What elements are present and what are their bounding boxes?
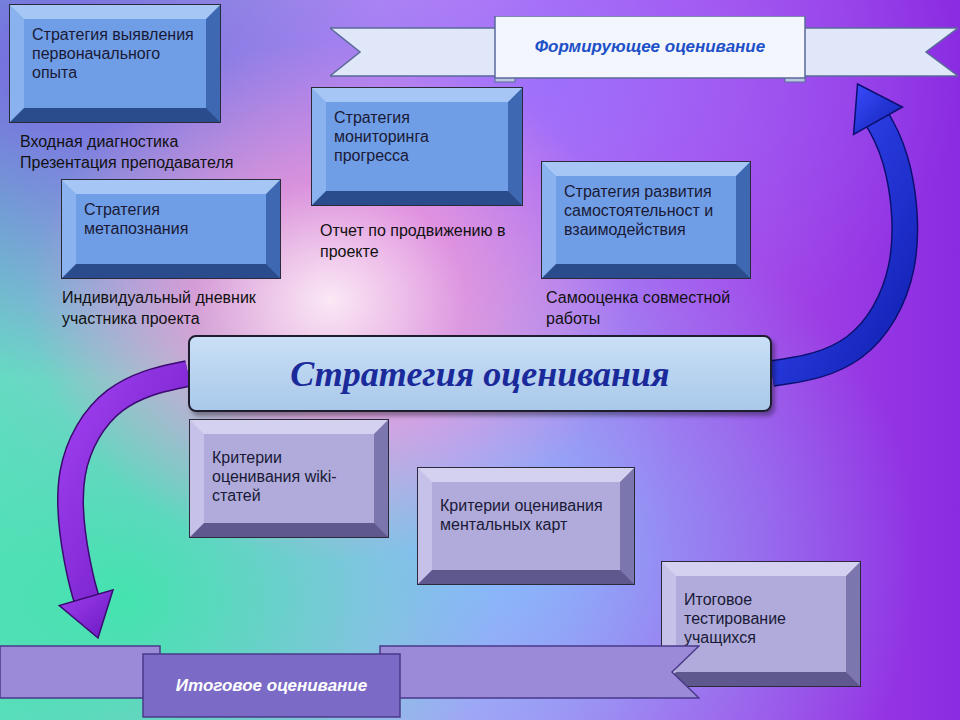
curved-arrow [772,84,905,374]
ribbon-tail [790,28,958,76]
arrow-body [772,121,905,374]
ribbon-plaque [495,16,805,78]
strategy-box: Критерии оценивания ментальных карт [418,468,634,584]
box-caption: Входная диагностика [20,132,300,153]
box-caption: Презентация преподавателя [20,153,300,174]
ribbon-banner: Формирующее оценивание [330,16,958,84]
box-label: Критерии оценивания wiki-статей [204,434,374,514]
box-label: Итоговое тестирование учащихся [676,576,846,656]
ribbon-plaque [143,654,400,717]
strategy-box: Стратегия развития самостоятельност и вз… [542,162,750,278]
box-caption: Индивидуальный дневник участника проекта [62,288,307,330]
arrow-body [70,374,188,598]
box-caption: Отчет по продвижению в проекте [320,221,535,263]
box-label: Критерии оценивания ментальных карт [432,482,620,542]
arrow-outline [772,121,905,374]
box-label: Стратегия метапознания [76,194,266,246]
banner-label: Итоговое оценивание [143,654,400,717]
banner-label: Формирующее оценивание [495,16,805,78]
strategy-box: Стратегия выявления первоначального опыт… [10,5,220,122]
strategy-box: Итоговое тестирование учащихся [662,562,860,686]
ribbon-tail [330,28,510,76]
box-label: Стратегия развития самостоятельност и вз… [556,176,736,248]
ribbon-tail [380,646,699,698]
central-title: Стратегия оценивания [274,349,685,399]
arrow-head [854,84,903,134]
central-box: Стратегия оценивания [188,335,772,412]
curved-arrow [59,374,188,639]
strategy-box: Стратегия метапознанияИндивидуальный дне… [62,180,280,278]
arrow-outline [70,374,188,598]
box-caption: Самооценка совместной работы [546,288,771,330]
strategy-box: Критерии оценивания wiki-статей [190,420,388,537]
ribbon-banner: Итоговое оценивание [0,638,700,718]
ribbon-tail [0,646,160,698]
box-label: Стратегия мониторинга прогресса [326,102,508,174]
box-label: Стратегия выявления первоначального опыт… [24,19,206,91]
arrow-head [59,590,113,638]
strategy-box: Стратегия мониторинга прогрессаОтчет по … [312,88,522,205]
